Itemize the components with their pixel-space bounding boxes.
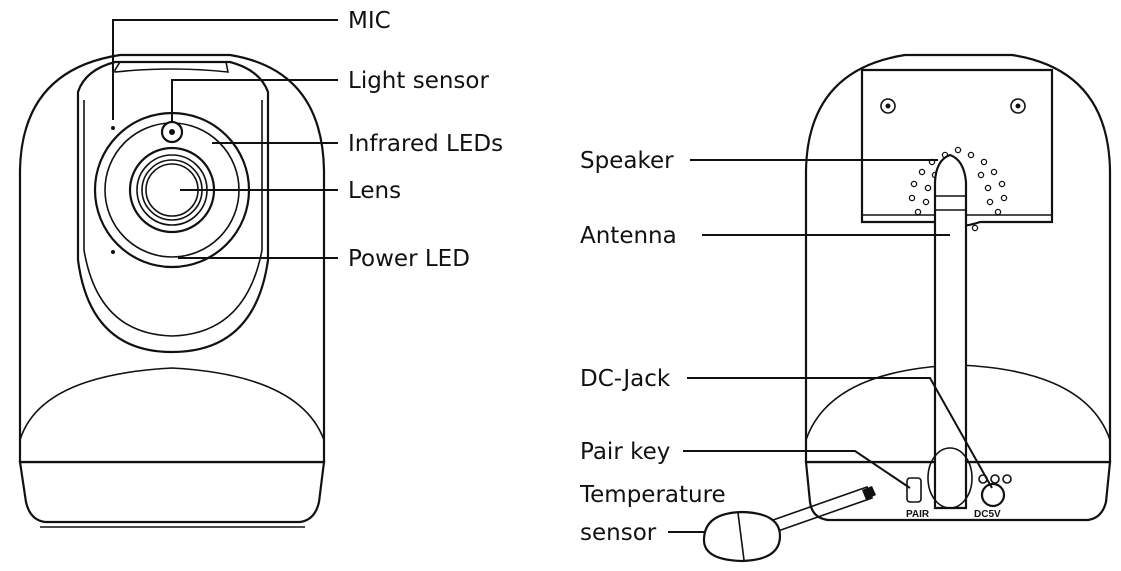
- label-speaker: Speaker: [580, 148, 674, 174]
- dc5v-mark: DC5V: [974, 509, 1001, 520]
- speaker-grille: [908, 146, 1008, 232]
- label-dc-jack: DC-Jack: [580, 366, 671, 392]
- label-lens: Lens: [348, 178, 401, 204]
- label-power-led: Power LED: [348, 246, 470, 272]
- label-antenna: Antenna: [580, 223, 677, 249]
- label-light-sensor: Light sensor: [348, 68, 489, 94]
- screw-icon: [880, 98, 896, 114]
- label-temperature-line2: sensor: [580, 520, 657, 546]
- label-pair-key: Pair key: [580, 439, 670, 465]
- mic-leader: [112, 19, 338, 120]
- mic-dot: [111, 126, 115, 130]
- pair-mark: PAIR: [906, 509, 930, 520]
- label-infrared-leds: Infrared LEDs: [348, 131, 503, 157]
- label-mic: MIC: [348, 8, 391, 34]
- dc-jack: [980, 482, 1006, 508]
- temperature-sensor-probe: [702, 486, 876, 563]
- antenna: [933, 153, 968, 510]
- back-view-camera: PAIR DC5V: [804, 53, 1112, 522]
- light-sensor-leader: [171, 79, 338, 122]
- screw-icon: [1010, 98, 1026, 114]
- front-view-camera: [18, 53, 326, 528]
- front-base: [18, 460, 326, 524]
- pair-key-leader: [683, 450, 911, 489]
- dc-jack-leader: [687, 377, 993, 489]
- temperature-sensor: [702, 510, 782, 563]
- pair-key: [906, 477, 922, 503]
- label-temperature-line1: Temperature: [579, 482, 726, 508]
- front-dot: [111, 250, 115, 254]
